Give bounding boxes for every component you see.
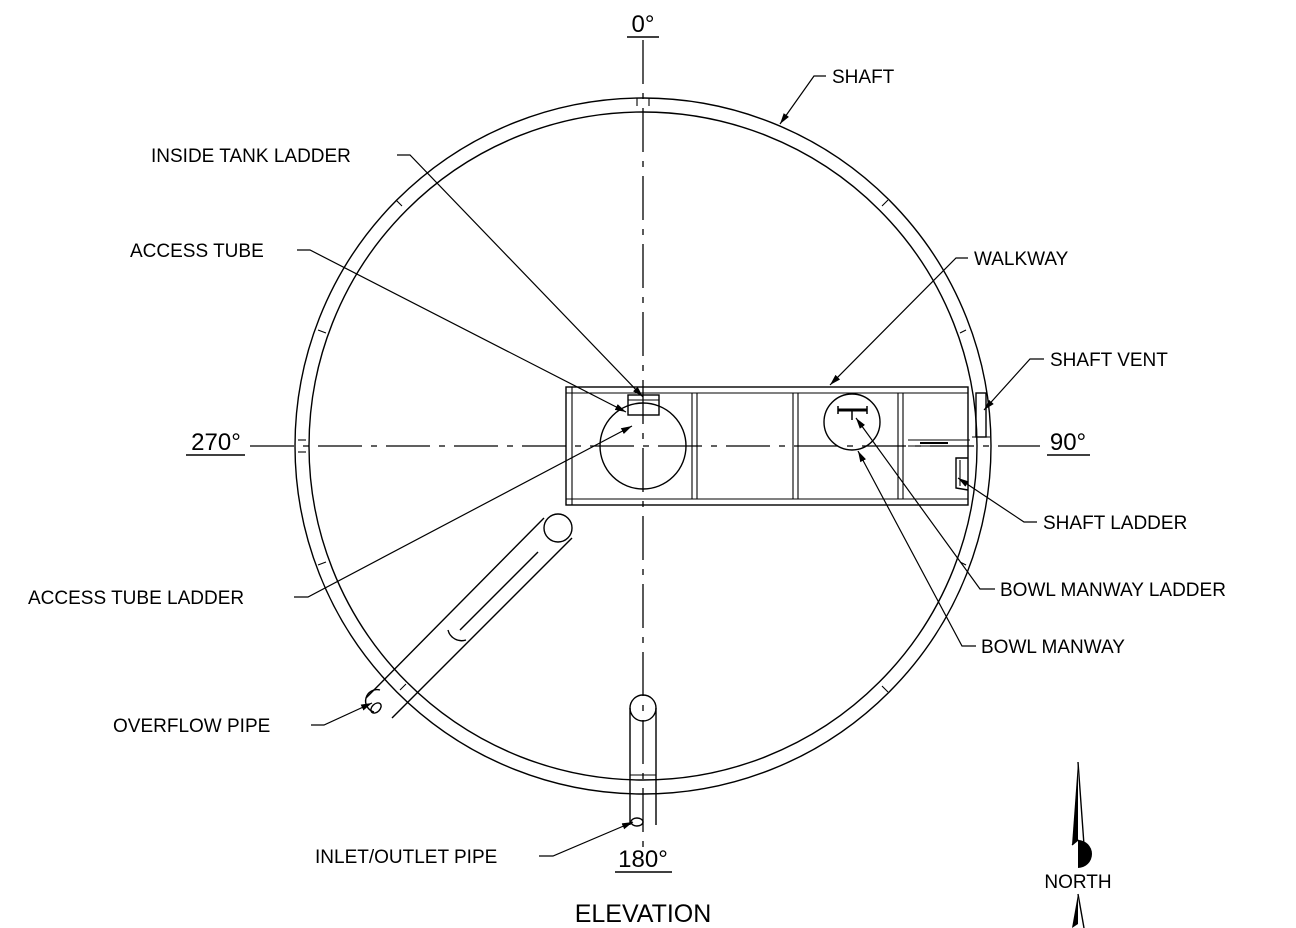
overflow-pipe: [364, 513, 573, 719]
angle-right: 90°: [1050, 429, 1086, 456]
bowl-manway-ladder: [837, 406, 868, 420]
wall-ticks: [298, 98, 967, 693]
drawing-title: ELEVATION: [575, 900, 712, 928]
bowl-manway: [823, 393, 881, 451]
angle-left: 270°: [191, 429, 241, 456]
label-inside-tank-ladder: INSIDE TANK LADDER: [151, 146, 351, 167]
inlet-outlet-pipe: [629, 694, 657, 827]
north-arrow-icon: [1071, 761, 1092, 928]
shaft-vent: [972, 392, 990, 438]
label-shaft: SHAFT: [832, 67, 895, 88]
shaft-ladder: [908, 439, 970, 491]
angle-bottom: 180°: [618, 846, 668, 873]
label-access-tube-ladder: ACCESS TUBE LADDER: [28, 588, 244, 609]
callouts: SHAFT INSIDE TANK LADDER ACCESS TUBE WAL…: [28, 67, 1226, 868]
label-bowl-manway: BOWL MANWAY: [981, 637, 1125, 658]
label-shaft-vent: SHAFT VENT: [1050, 350, 1168, 371]
label-walkway: WALKWAY: [974, 249, 1069, 270]
label-shaft-ladder: SHAFT LADDER: [1043, 513, 1187, 534]
inside-tank-ladder: [627, 394, 660, 416]
angle-labels: 0° 90° 180° 270°: [186, 11, 1090, 873]
label-access-tube: ACCESS TUBE: [130, 241, 264, 262]
access-tube: [599, 402, 687, 490]
label-overflow-pipe: OVERFLOW PIPE: [113, 716, 270, 737]
angle-top: 0°: [632, 11, 655, 38]
north-label: NORTH: [1044, 872, 1111, 893]
center-lines: [250, 40, 1040, 850]
label-inlet-outlet-pipe: INLET/OUTLET PIPE: [315, 847, 497, 868]
label-bowl-manway-ladder: BOWL MANWAY LADDER: [1000, 580, 1226, 601]
